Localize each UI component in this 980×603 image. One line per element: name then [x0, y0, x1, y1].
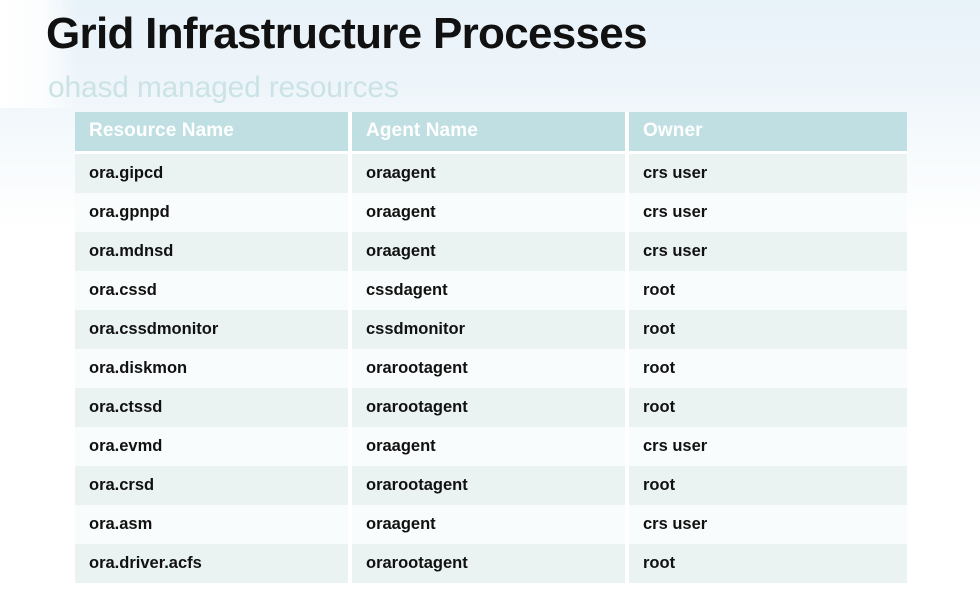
cell-agent_name: orarootagent	[352, 388, 629, 427]
cell-agent_name: cssdmonitor	[352, 310, 629, 349]
cell-resource_name: ora.diskmon	[75, 349, 352, 388]
cell-agent_name: oraagent	[352, 505, 629, 544]
cell-resource_name: ora.gpnpd	[75, 193, 352, 232]
cell-agent_name: oraagent	[352, 193, 629, 232]
cell-owner: root	[629, 388, 907, 427]
cell-agent_name: orarootagent	[352, 349, 629, 388]
cell-owner: root	[629, 544, 907, 583]
cell-resource_name: ora.cssd	[75, 271, 352, 310]
column-header-agent-name: Agent Name	[352, 112, 629, 151]
resource-table: Resource Name Agent Name Owner ora.gipcd…	[75, 112, 907, 583]
column-header-resource-name: Resource Name	[75, 112, 352, 151]
cell-owner: root	[629, 466, 907, 505]
cell-agent_name: orarootagent	[352, 544, 629, 583]
cell-owner: root	[629, 271, 907, 310]
cell-owner: crs user	[629, 151, 907, 193]
page-title: Grid Infrastructure Processes	[46, 9, 648, 58]
cell-owner: root	[629, 349, 907, 388]
cell-agent_name: oraagent	[352, 232, 629, 271]
cell-owner: crs user	[629, 427, 907, 466]
table-header-row: Resource Name Agent Name Owner	[75, 112, 907, 151]
cell-resource_name: ora.ctssd	[75, 388, 352, 427]
page-subtitle: ohasd managed resources	[48, 71, 399, 104]
cell-agent_name: oraagent	[352, 151, 629, 193]
cell-owner: crs user	[629, 193, 907, 232]
cell-resource_name: ora.crsd	[75, 466, 352, 505]
cell-resource_name: ora.mdnsd	[75, 232, 352, 271]
cell-resource_name: ora.evmd	[75, 427, 352, 466]
cell-resource_name: ora.gipcd	[75, 151, 352, 193]
cell-agent_name: orarootagent	[352, 466, 629, 505]
cell-owner: crs user	[629, 232, 907, 271]
cell-resource_name: ora.asm	[75, 505, 352, 544]
cell-agent_name: oraagent	[352, 427, 629, 466]
table-header: Resource Name Agent Name Owner	[75, 112, 907, 151]
resource-table-container: Resource Name Agent Name Owner ora.gipcd…	[75, 112, 907, 583]
cell-resource_name: ora.driver.acfs	[75, 544, 352, 583]
column-header-owner: Owner	[629, 112, 907, 151]
cell-resource_name: ora.cssdmonitor	[75, 310, 352, 349]
cell-owner: crs user	[629, 505, 907, 544]
cell-agent_name: cssdagent	[352, 271, 629, 310]
cell-owner: root	[629, 310, 907, 349]
